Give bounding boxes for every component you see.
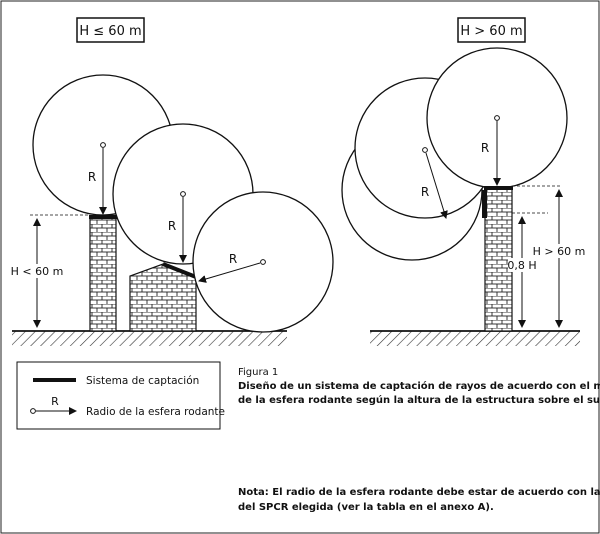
note-line-2: del SPCR elegida (ver la tabla en el ane… (238, 502, 494, 513)
legend-radius-origin (30, 408, 36, 414)
radius-label-left-2: R (168, 219, 176, 233)
radius-label-left-3: R (229, 252, 237, 266)
right-tower (484, 187, 513, 332)
right-ground (370, 331, 580, 346)
radius-label-right-2: R (421, 185, 429, 199)
right-title-box (457, 17, 526, 43)
caption-title: Figura 1 (238, 367, 278, 378)
legend-box (16, 361, 221, 430)
radius-arrow-right-2 (425, 152, 448, 219)
radius-label-right-1: R (481, 141, 489, 155)
note: Nota: El radio de la esfera rodante debe… (238, 487, 600, 513)
radius-arrow-left-3 (198, 262, 261, 283)
height-label-right: H > 60 m (533, 245, 586, 258)
partial-height-label: 0,8 H (507, 259, 536, 272)
left-title-box (76, 17, 145, 43)
left-ground (12, 331, 287, 346)
left-panel: H ≤ 60 m R R R H < 60 m (11, 17, 334, 346)
caption-line-1: Diseño de un sistema de captación de ray… (238, 380, 600, 392)
caption-line-2: de la esfera rodante según la altura de … (238, 394, 600, 406)
left-title: H ≤ 60 m (79, 24, 141, 39)
height-label-left: H < 60 m (11, 265, 64, 278)
capture-system-tower-side (482, 190, 487, 218)
note-line-1: Nota: El radio de la esfera rodante debe… (238, 487, 600, 498)
capture-system-chimney-top (89, 215, 117, 219)
right-title: H > 60 m (460, 24, 522, 39)
legend-radius-label: Radio de la esfera rodante (86, 406, 225, 418)
right-panel: H > 60 m R R 0,8 H H > 60 m (341, 17, 586, 346)
legend-radius-letter: R (51, 395, 59, 408)
radius-label-left-1: R (88, 170, 96, 184)
legend: Sistema de captación R Radio de la esfer… (16, 361, 225, 430)
capture-system-tower-top (484, 186, 513, 190)
caption: Figura 1 Diseño de un sistema de captaci… (238, 367, 600, 406)
left-chimney (89, 217, 117, 332)
capture-system-roof (162, 262, 197, 279)
legend-capture-label: Sistema de captación (86, 375, 199, 387)
